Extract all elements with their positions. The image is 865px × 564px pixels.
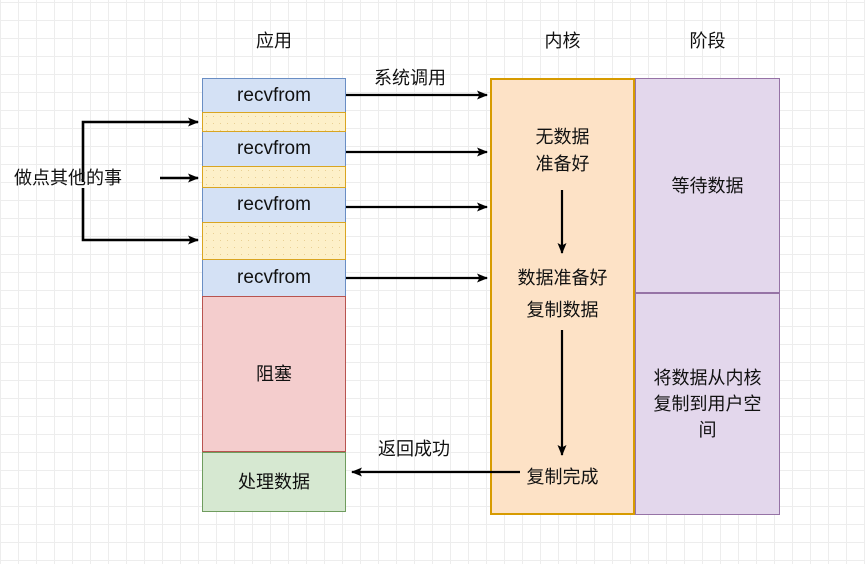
app-block-recvfrom-1-label: recvfrom	[237, 84, 311, 106]
app-block-recvfrom-4: recvfrom	[202, 260, 346, 296]
stage-cell-copy-to-user-line2: 复制到用户空	[653, 394, 762, 414]
app-block-recvfrom-3: recvfrom	[202, 188, 346, 222]
app-block-recvfrom-2: recvfrom	[202, 132, 346, 166]
app-block-blocked: 阻塞	[202, 296, 346, 452]
kernel-label-copy-done: 复制完成	[490, 464, 635, 491]
app-block-recvfrom-3-label: recvfrom	[237, 194, 311, 215]
kernel-label-data-ready-text: 数据准备好	[517, 268, 608, 288]
app-block-idle-3	[202, 222, 346, 260]
annotation-syscall: 系统调用	[374, 66, 446, 90]
kernel-label-no-data-ready-line1: 无数据	[535, 127, 590, 147]
annotation-return-success-label: 返回成功	[378, 439, 450, 459]
annotation-do-other-things: 做点其他的事	[14, 166, 122, 190]
app-block-recvfrom-2-label: recvfrom	[237, 138, 311, 159]
stage-cell-wait-data: 等待数据	[635, 78, 780, 293]
column-header-app-label: 应用	[256, 31, 292, 51]
app-block-blocked-label: 阻塞	[256, 364, 292, 384]
arrow-do-other-bottom	[81, 188, 199, 245]
stage-cell-copy-to-user-line3: 间	[698, 420, 717, 440]
app-block-recvfrom-4-label: recvfrom	[237, 267, 311, 288]
kernel-label-no-data-ready: 无数据 准备好	[490, 124, 635, 178]
kernel-label-no-data-ready-line2: 准备好	[535, 154, 590, 174]
annotation-syscall-label: 系统调用	[374, 68, 446, 88]
column-header-kernel-label: 内核	[544, 31, 581, 51]
annotation-do-other-things-label: 做点其他的事	[14, 168, 122, 188]
app-block-recvfrom-1: recvfrom	[202, 78, 346, 112]
column-header-stage-label: 阶段	[689, 31, 726, 51]
app-block-process-data-label: 处理数据	[238, 472, 310, 492]
column-header-kernel: 内核	[490, 30, 635, 52]
kernel-label-copy-data: 复制数据	[490, 297, 635, 324]
kernel-label-copy-done-text: 复制完成	[526, 467, 599, 487]
kernel-label-copy-data-text: 复制数据	[526, 300, 599, 320]
kernel-label-data-ready: 数据准备好	[490, 265, 635, 292]
app-block-idle-2	[202, 166, 346, 188]
app-block-idle-1	[202, 112, 346, 132]
stage-cell-copy-to-user: 将数据从内核 复制到用户空 间	[635, 293, 780, 515]
annotation-return-success: 返回成功	[378, 437, 450, 461]
column-header-stage: 阶段	[635, 30, 780, 52]
app-block-process-data: 处理数据	[202, 452, 346, 512]
stage-cell-copy-to-user-line1: 将数据从内核	[653, 368, 762, 388]
stage-cell-wait-data-label: 等待数据	[671, 175, 744, 196]
column-header-app: 应用	[202, 30, 346, 52]
